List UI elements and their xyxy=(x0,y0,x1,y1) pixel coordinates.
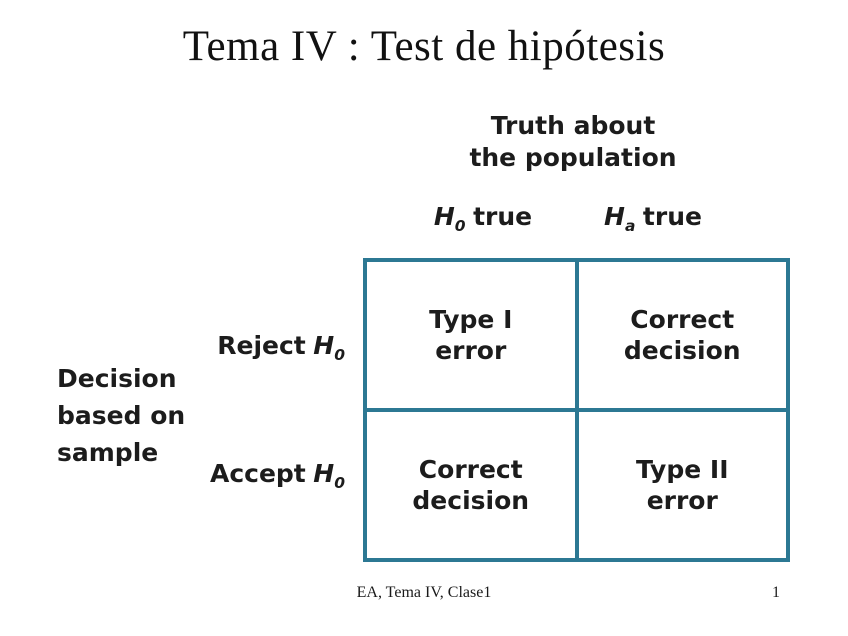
cell-type-ii-error: Type II error xyxy=(576,410,788,560)
cell-line: Type I xyxy=(429,305,513,334)
reject-label: Reject xyxy=(217,331,306,360)
h0-symbol: H0 xyxy=(433,202,466,235)
cell-line: decision xyxy=(412,486,530,515)
ha-symbol: Ha xyxy=(604,202,636,235)
cell-correct-decision-top-right: Correct decision xyxy=(576,260,788,410)
column-group-label: Truth about the population xyxy=(423,110,723,174)
cell-line: Type II xyxy=(635,455,729,484)
accept-label: Accept xyxy=(209,459,306,488)
row-group-label-line-1: Decision xyxy=(57,364,177,393)
column-group-label-line-1: Truth about xyxy=(490,111,656,140)
row-group-label-line-2: based on xyxy=(57,401,186,430)
footer-text: EA, Tema IV, Clase1 xyxy=(356,584,492,601)
cell-line: error xyxy=(646,486,718,515)
page-number: 1 xyxy=(772,584,780,601)
cell-type-i-error: Type I error xyxy=(365,260,577,410)
reject-h0-symbol: H0 xyxy=(313,331,345,364)
cell-correct-decision-bottom-left: Correct decision xyxy=(365,410,577,560)
column-header-h0-label: true xyxy=(473,202,533,231)
row-group-label: Decision based on sample xyxy=(57,360,185,471)
slide-title: Tema IV : Test de hipótesis xyxy=(182,23,666,70)
cell-line: decision xyxy=(623,336,741,365)
cell-line: Correct xyxy=(630,305,735,334)
decision-matrix-table: Type I error Correct decision Correct de… xyxy=(363,258,790,562)
cell-line: Correct xyxy=(418,455,523,484)
accept-h0-symbol: H0 xyxy=(313,459,345,492)
cell-line: error xyxy=(435,336,507,365)
column-header-ha-label: true xyxy=(642,202,702,231)
column-group-label-line-2: the population xyxy=(469,143,677,172)
row-group-label-line-3: sample xyxy=(57,438,159,467)
